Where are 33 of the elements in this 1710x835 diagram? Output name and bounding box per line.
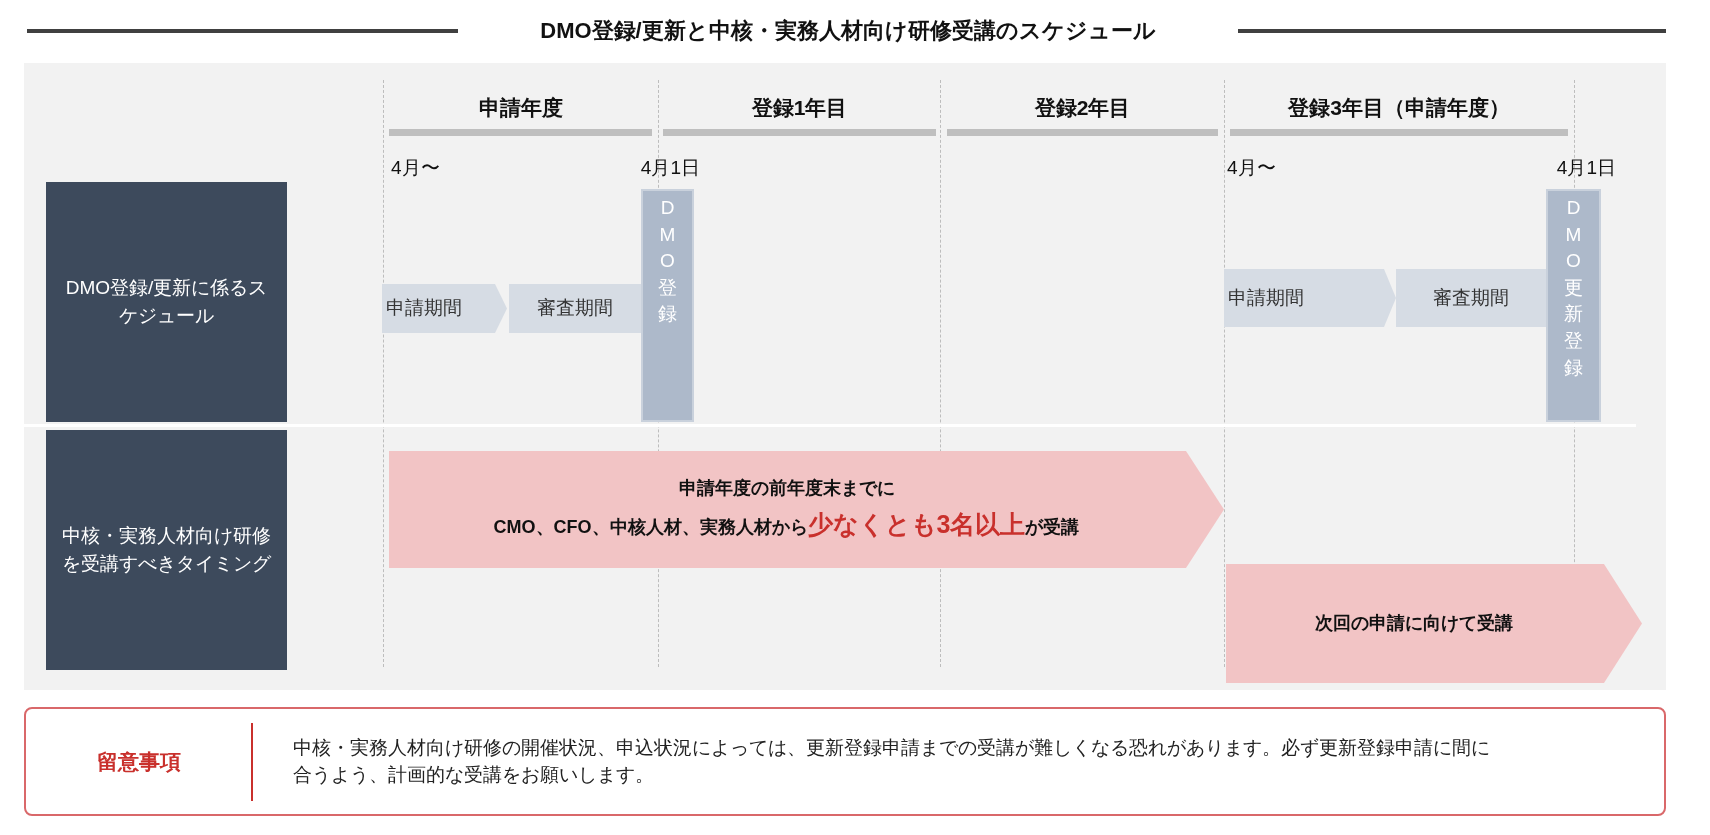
step-label: 審査期間 bbox=[537, 296, 613, 321]
banner-text: 次回の申請に向けて受講 bbox=[1315, 612, 1513, 635]
banner-text: 申請年度の前年度末までに bbox=[678, 477, 895, 501]
note-heading: 留意事項 bbox=[95, 748, 182, 775]
row-header bbox=[46, 430, 287, 670]
milestone-bar bbox=[1546, 189, 1601, 422]
vertical-label: DMO登録 bbox=[658, 196, 677, 327]
date-label: 4月1日 bbox=[1556, 156, 1616, 180]
arrow-banner bbox=[1226, 564, 1642, 683]
period-heading: 申請年度 bbox=[478, 95, 563, 121]
row-header-text: DMO登録/更新に係るスケジュール bbox=[64, 276, 269, 328]
title: DMO登録/更新と中核・実務人材向け研修受講のスケジュール bbox=[540, 17, 1156, 45]
step-label: 申請期間 bbox=[386, 296, 462, 321]
note-panel bbox=[24, 707, 1666, 816]
date-label: 4月1日 bbox=[640, 156, 700, 180]
arrow-banner bbox=[389, 451, 1224, 568]
step-box bbox=[1396, 269, 1546, 327]
chevron-step bbox=[382, 284, 507, 333]
date-label: 4月〜 bbox=[1227, 156, 1276, 180]
step-box bbox=[509, 284, 641, 333]
vertical-label: DMO更新登録 bbox=[1564, 196, 1583, 380]
date-label: 4月〜 bbox=[391, 156, 440, 180]
row-header bbox=[46, 182, 287, 422]
row-header-text: 中核・実務人材向け研修を受講すべきタイミング bbox=[61, 524, 272, 576]
period-heading: 登録2年目 bbox=[1034, 95, 1131, 121]
milestone-bar bbox=[641, 189, 694, 422]
banner-text: CMO、CFO、中核人材、実務人材から少なくとも3名以上が受講 bbox=[493, 509, 1080, 541]
step-label: 審査期間 bbox=[1433, 285, 1509, 310]
period-heading: 登録1年目 bbox=[751, 95, 848, 121]
step-label: 申請期間 bbox=[1228, 285, 1304, 310]
note-text: 中核・実務人材向け研修の開催状況、申込状況によっては、更新登録申請までの受講が難しくなる恐れがあります。必ず更新登録申請に間に合うよう、計画的な受講をお願いします。 bbox=[292, 735, 1491, 787]
chevron-step bbox=[1224, 269, 1396, 327]
period-heading: 登録3年目（申請年度） bbox=[1288, 95, 1510, 121]
